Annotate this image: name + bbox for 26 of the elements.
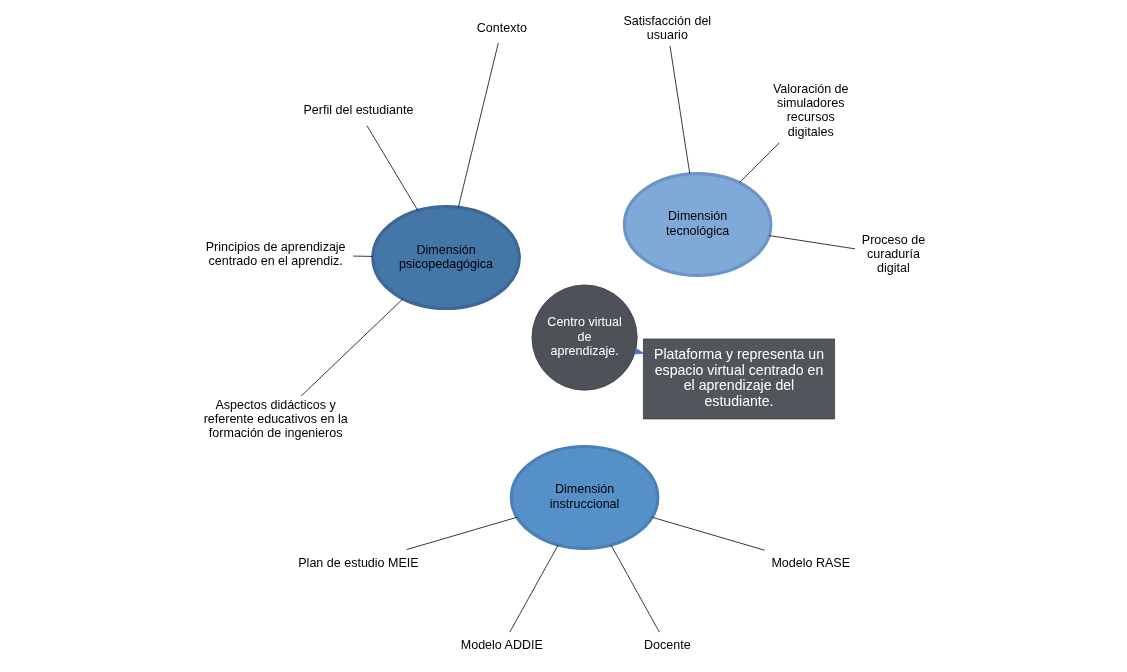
node-text: Docente: [643, 638, 691, 653]
node-text: Valoración de simuladores recursos digitales: [772, 82, 848, 139]
connector: [508, 544, 558, 633]
node-text: Satisfacción del usuario: [623, 13, 711, 42]
node-text: Plan de estudio MEIE: [297, 555, 419, 570]
connector: [300, 298, 403, 397]
node-box: Plataforma y representa un espacio virtual centrado en el aprendizaje del estudiante.: [642, 338, 835, 420]
node-ellipse: Dimensión psicopedagógica: [370, 205, 521, 311]
connector: [366, 125, 418, 211]
node-text: Contexto: [476, 20, 527, 35]
connector: [651, 516, 765, 551]
connector: [610, 544, 660, 633]
node-text: Modelo ADDIE: [460, 638, 543, 653]
connector: [738, 142, 780, 183]
node-text: Perfil del estudiante: [302, 103, 413, 118]
node-ellipse: Dimensión tecnológica: [622, 172, 772, 277]
node-text: Proceso de curaduría digital: [861, 232, 925, 275]
connector: [768, 235, 855, 250]
node-text: Modelo RASE: [770, 555, 850, 570]
node-text: Aspectos didácticos y referente educativos en la formación de ingenieros: [203, 398, 348, 441]
connector: [457, 42, 499, 208]
node-ellipse: Dimensión instruccional: [509, 444, 659, 550]
connector: [352, 255, 373, 257]
connector: [669, 45, 690, 175]
connector: [405, 516, 517, 550]
node-text: Principios de aprendizaje centrado en el aprendiz.: [205, 239, 346, 268]
